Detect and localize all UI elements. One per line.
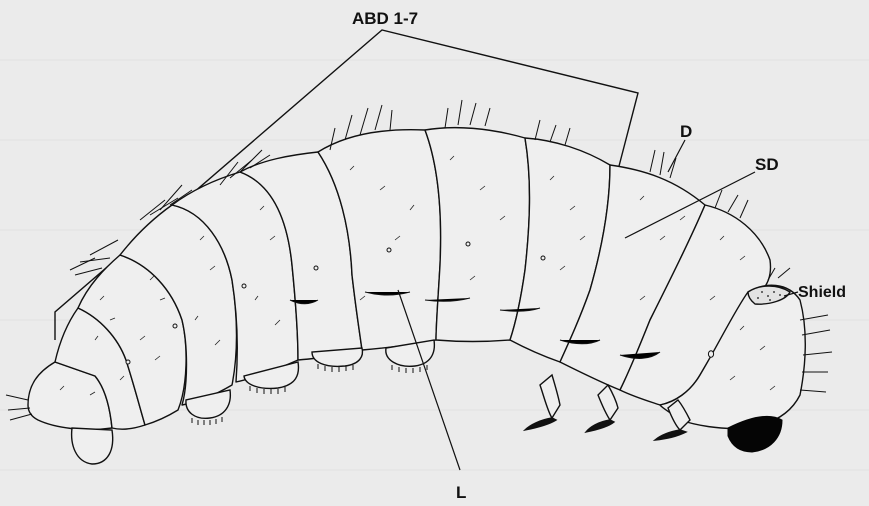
- spiracle: [708, 351, 713, 357]
- spiracle: [173, 324, 177, 328]
- thoracic-leg-2: [598, 385, 618, 420]
- spiracle: [126, 360, 130, 364]
- spiracle: [466, 242, 470, 246]
- spiracle: [541, 256, 545, 260]
- thoracic-leg-1: [540, 375, 560, 418]
- spiracle: [387, 248, 391, 252]
- shield-label: Shield: [798, 284, 846, 301]
- d-label: D: [680, 122, 692, 141]
- thoracic-leg-1-claw: [525, 418, 556, 430]
- proleg-3: [312, 348, 362, 366]
- spiracle: [314, 266, 318, 270]
- l-label: L: [456, 483, 466, 502]
- abd-label: ABD 1-7: [352, 9, 418, 28]
- thoracic-leg-3-claw: [655, 430, 686, 440]
- anal-proleg: [72, 428, 113, 464]
- larva-body: [28, 128, 805, 430]
- spiracle: [242, 284, 246, 288]
- sd-label: SD: [755, 155, 779, 174]
- thoracic-leg-2-claw: [586, 420, 614, 432]
- d-pointer: [668, 140, 685, 172]
